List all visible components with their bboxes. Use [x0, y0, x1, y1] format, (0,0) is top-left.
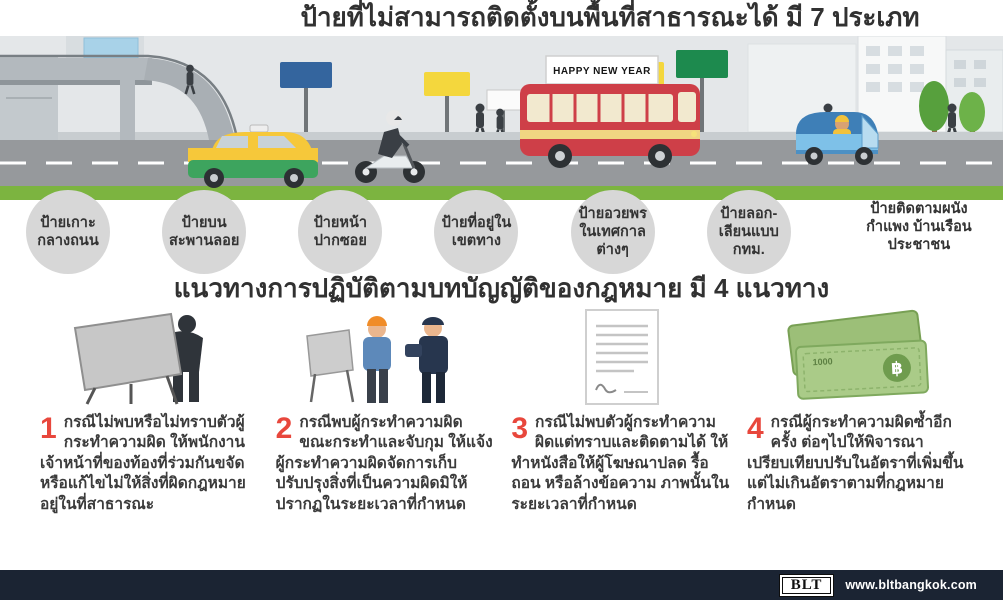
bridge-pillar	[120, 80, 135, 140]
sign-type-5: ป้ายอวยพร ในเทศกาล ต่างๆ	[570, 190, 655, 274]
guideline-4-number: 4	[746, 412, 764, 445]
overpass-bridge	[0, 36, 239, 140]
blue-sign	[280, 62, 332, 88]
sign-type-7: ป้ายติดตามผนัง กำแพง บ้านเรือน ประชาชน	[866, 201, 972, 254]
hard-hat	[366, 316, 387, 326]
yellow-sign-1	[424, 72, 470, 96]
sign-type-4: ป้ายที่อยู่ใน เขตทาง	[434, 190, 519, 274]
banknote-value: 1000	[812, 356, 833, 367]
headlight	[691, 131, 697, 137]
guideline-1-illustration	[40, 308, 258, 406]
legal-document-illustration	[585, 309, 660, 405]
bus: HAPPY NEW YEAR	[520, 55, 700, 168]
sign-type-2: ป้ายบน สะพานลอย	[162, 190, 247, 274]
sign-types-row: ป้ายเกาะ กลางถนน ป้ายบน สะพานลอย ป้ายหน้…	[26, 190, 995, 274]
banknotes-illustration: ฿ 1000	[787, 309, 929, 400]
legal-document	[585, 309, 660, 405]
street-scene-svg: HAPPY NEW YEAR	[0, 36, 1003, 200]
sign-type-1: ป้ายเกาะ กลางถนน	[26, 190, 110, 274]
bus-banner-text: HAPPY NEW YEAR	[553, 66, 651, 77]
website-text: www.bltbangkok.com	[845, 578, 977, 592]
police-cap	[421, 317, 444, 325]
motorcycle	[355, 110, 425, 183]
taxi	[188, 124, 318, 188]
section2-title: แนวทางการปฏิบัติตามบทบัญญัติของกฎหมาย มี…	[173, 273, 830, 303]
bridge-railing	[0, 54, 239, 139]
curb	[0, 132, 1003, 140]
signature	[595, 383, 617, 394]
white-sign	[486, 89, 522, 111]
green-sign	[676, 50, 728, 78]
easel-board	[305, 329, 354, 403]
street-scene: HAPPY NEW YEAR	[0, 36, 1003, 200]
clipboard	[404, 344, 422, 357]
tuk-tuk	[796, 112, 879, 165]
blt-logo-text: BLT	[790, 576, 823, 593]
helmet	[386, 110, 402, 126]
guideline-3-illustration	[511, 308, 729, 406]
page-title: ป้ายที่ไม่สามารถติดตั้งบนพื้นที่สาธารณะไ…	[300, 2, 920, 32]
bus-windshield	[678, 92, 696, 122]
trees	[919, 81, 985, 136]
sign-type-6: ป้ายลอก- เลียนแบบ กทม.	[706, 190, 791, 274]
bus-banner-board	[545, 55, 659, 85]
guideline-2-illustration	[276, 308, 494, 406]
sign-board	[73, 312, 183, 405]
blt-logo: BLT	[778, 573, 835, 597]
banknote-front: ฿ 1000	[794, 339, 929, 400]
remove-signboard-illustration	[73, 312, 203, 405]
sign-type-3: ป้ายหน้า ปากซอย	[298, 190, 383, 274]
guideline-2-number: 2	[275, 412, 293, 445]
offender-figure	[362, 316, 391, 403]
arrest-illustration	[305, 316, 448, 403]
guideline-4-illustration: ฿ 1000	[747, 308, 965, 406]
guideline-3-number: 3	[511, 412, 528, 445]
footer-bar: BLT www.bltbangkok.com	[0, 570, 1003, 600]
police-figure	[404, 317, 448, 403]
guideline-1-number: 1	[40, 412, 57, 445]
baht-icon: ฿	[891, 359, 904, 379]
driver-helmet	[835, 115, 849, 122]
